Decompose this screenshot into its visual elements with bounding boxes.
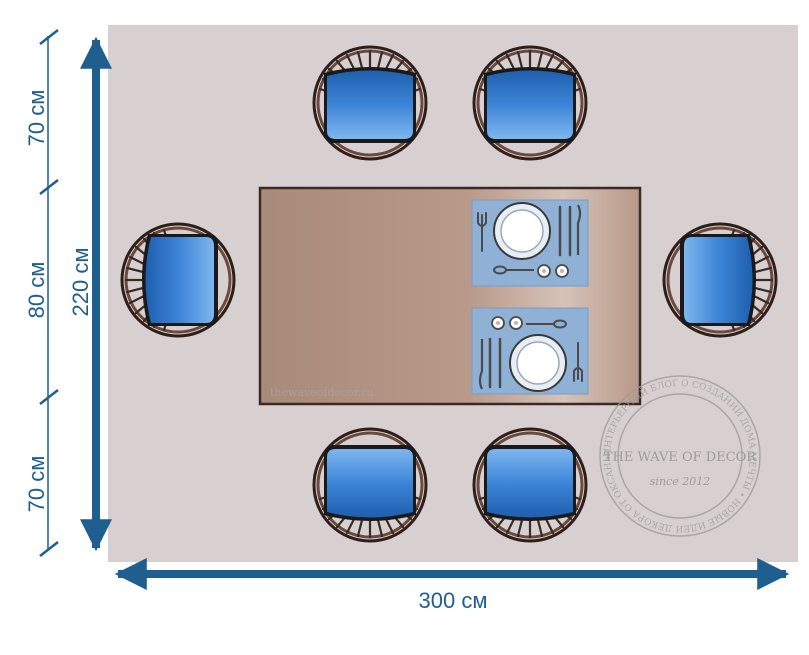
- stamp-title: THE WAVE OF DECOR: [604, 450, 757, 465]
- chair-right: [662, 222, 778, 338]
- stamp-since: since 2012: [650, 475, 710, 488]
- dimension-label-bottom: 70 см: [24, 456, 49, 513]
- place-setting-bottom: [470, 306, 590, 396]
- chair-left: [120, 222, 236, 338]
- dimension-label-total-width: 300 см: [419, 588, 488, 613]
- chair-bottom-right: [472, 427, 588, 543]
- chair-top-left: [312, 45, 428, 161]
- vertical-segment-ticks: [39, 29, 59, 557]
- dimension-label-middle: 80 см: [24, 262, 49, 319]
- dimension-label-total-height: 220 см: [68, 248, 93, 317]
- place-setting-top: [470, 198, 590, 288]
- chair-bottom-left: [312, 427, 428, 543]
- table-watermark: thewaveofdecor.ru: [270, 386, 374, 399]
- chair-top-right: [472, 45, 588, 161]
- dimension-label-top: 70 см: [24, 90, 49, 147]
